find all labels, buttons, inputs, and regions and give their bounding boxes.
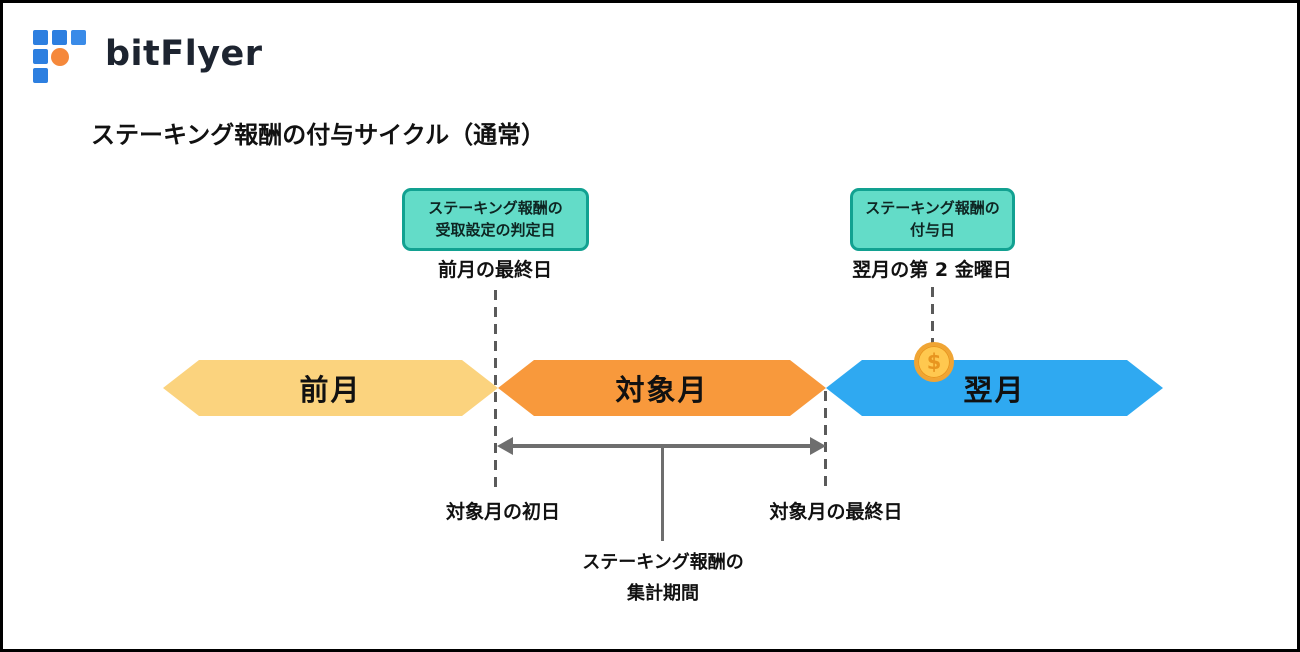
timeline-bar-prev-month: 前月 — [163, 360, 498, 416]
callout-grant-line2: 付与日 — [909, 220, 955, 239]
logo-square — [33, 30, 48, 45]
bar-label-next-month: 翌月 — [963, 373, 1026, 407]
logo-square — [33, 68, 48, 83]
grant-date-label: 翌月の第 2 金曜日 — [852, 259, 1012, 281]
bar-label-prev-month: 前月 — [299, 373, 362, 407]
logo-orange-dot — [51, 48, 69, 66]
period-caption-line2: 集計期間 — [627, 582, 699, 604]
period-start-label: 対象月の初日 — [445, 501, 560, 523]
period-caption: ステーキング報酬の 集計期間 — [543, 548, 783, 609]
period-end-label: 対象月の最終日 — [769, 501, 903, 523]
dashed-line-judgment — [494, 290, 497, 490]
callout-grant-date: ステーキング報酬の 付与日 — [850, 188, 1015, 251]
dashed-line-grant — [931, 287, 934, 344]
callout-judgment-line2: 受取設定の判定日 — [435, 220, 556, 239]
caption-connector-line — [661, 446, 664, 541]
bitflyer-logo-icon — [33, 30, 89, 83]
dollar-coin-icon: $ — [914, 342, 954, 382]
period-caption-line1: ステーキング報酬の — [582, 552, 744, 573]
bar-label-target-month: 対象月 — [615, 373, 709, 407]
logo-square — [52, 30, 67, 45]
bitflyer-logo: bitFlyer — [33, 30, 262, 86]
timeline-bar-target-month: 対象月 — [498, 360, 826, 416]
callout-grant-line1: ステーキング報酬の — [865, 199, 1000, 217]
callout-judgment-line1: ステーキング報酬の — [428, 199, 563, 217]
judgment-date-label: 前月の最終日 — [437, 259, 552, 281]
logo-square — [33, 49, 48, 64]
brand-name: bitFlyer — [105, 34, 263, 74]
logo-square — [71, 30, 86, 45]
dollar-sign: $ — [926, 349, 942, 374]
page-title: ステーキング報酬の付与サイクル（通常） — [91, 121, 546, 149]
period-arrow-left-head — [497, 437, 513, 455]
callout-judgment-date: ステーキング報酬の 受取設定の判定日 — [402, 188, 589, 251]
timeline-bar-next-month: 翌月 — [826, 360, 1163, 416]
period-arrow-right-head — [810, 437, 826, 455]
